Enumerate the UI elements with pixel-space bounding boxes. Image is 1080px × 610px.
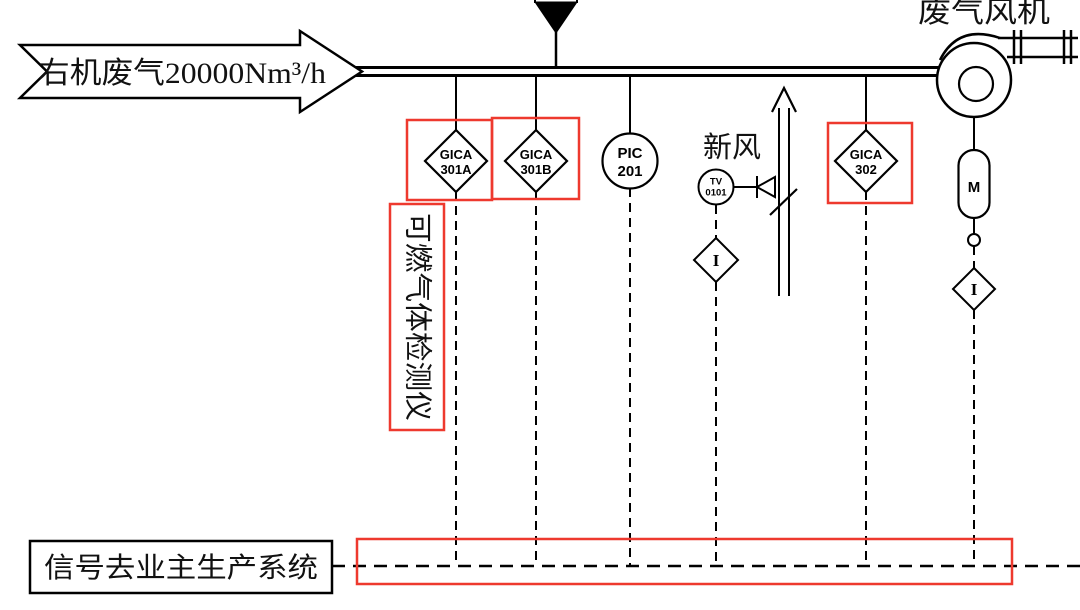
highlight-box-gica-302: [826, 121, 914, 205]
interlock-diamond: [692, 236, 740, 284]
damper-blade: [769, 188, 798, 216]
instrument-diamond: [423, 128, 489, 194]
annotations: [355, 116, 1014, 586]
instrument-number: 301B: [520, 162, 551, 177]
instrument-tag: GICA: [520, 147, 553, 162]
signal-destination: 信号去业主生产系统: [28, 539, 334, 595]
inlet-flow-label: 右机废气20000Nm³/h: [38, 57, 326, 90]
connector-dot: [967, 233, 981, 247]
motor-label: M: [968, 179, 981, 196]
instrument-diamond: [833, 128, 899, 194]
fan-hub: [957, 65, 995, 103]
interlock-label: I: [713, 251, 720, 270]
instrument-diamond: [503, 128, 569, 194]
instrument-tag: GICA: [850, 147, 883, 162]
fan-label: 废气风机: [918, 0, 1050, 29]
instrument-tap-lines: [455, 76, 867, 134]
instrument-number: 302: [855, 162, 877, 177]
interlock-fan: I: [951, 266, 997, 312]
interlock-diamond: [951, 266, 997, 312]
instrument-gica-301b: GICA 301B: [503, 128, 569, 194]
instrument-circle: [601, 132, 659, 190]
fan-volute: [938, 32, 1001, 61]
interlock-label: I: [971, 280, 978, 299]
flow-arrow-up-icon: [771, 85, 797, 113]
instrument-number: 0101: [705, 188, 727, 199]
highlight-box-signal-bus: [355, 537, 1014, 586]
inlet-flow-arrow: 右机废气20000Nm³/h: [16, 28, 365, 115]
instrument-number: 301A: [440, 162, 472, 177]
highlight-box-gica-301b: [490, 116, 581, 201]
exhaust-fan: 废气风机: [918, 0, 1078, 119]
interlock-tv: I: [692, 236, 740, 284]
damper-actuator-icon: [754, 175, 776, 199]
main-pipe: [356, 66, 944, 77]
fan-motor: M I: [951, 117, 997, 312]
instrument-gica-302: GICA 302: [833, 128, 899, 194]
signal-lines: [332, 188, 1080, 568]
inlet-arrow-outline: [16, 28, 365, 115]
detector-note-label: 可燃气体检测仪: [402, 213, 434, 421]
detector-note: 可燃气体检测仪: [402, 213, 434, 421]
instrument-pic-201: PIC 201: [601, 132, 659, 190]
instrument-number: 201: [617, 163, 642, 180]
signal-destination-label: 信号去业主生产系统: [44, 552, 318, 584]
instrument-tag: GICA: [440, 147, 473, 162]
instrument-tag: TV: [710, 177, 723, 188]
vent-stack: [534, 0, 578, 67]
instrument-gica-301a: GICA 301A: [423, 128, 489, 194]
fresh-air-label: 新风: [703, 131, 761, 164]
fresh-air-branch: 新风 TV 0101 I: [692, 85, 798, 296]
signal-destination-box: [28, 539, 334, 595]
instrument-tv-0101: TV 0101: [697, 168, 735, 206]
instrument-tag: PIC: [617, 145, 642, 162]
vent-triangle-icon: [534, 1, 578, 34]
highlight-box-detector-note: [388, 202, 446, 432]
